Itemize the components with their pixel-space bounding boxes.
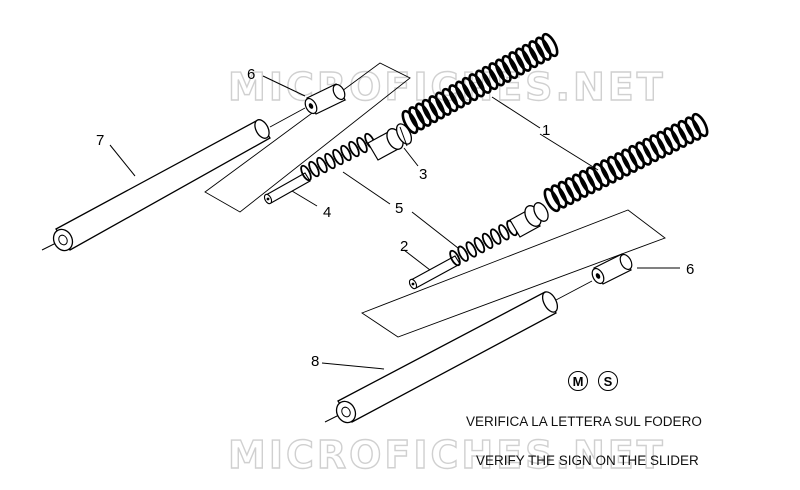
top-cap-lower xyxy=(591,253,633,285)
rebound-spring-upper xyxy=(300,132,376,182)
spring-coil xyxy=(465,241,478,258)
spring-coil xyxy=(691,112,709,138)
spring-coil xyxy=(564,177,582,202)
spring-coil xyxy=(571,173,589,198)
spring-coil xyxy=(461,76,479,102)
spring-coil xyxy=(585,166,603,191)
spring-coil xyxy=(434,91,452,116)
spring-coil xyxy=(441,87,459,113)
spring-coil xyxy=(308,160,320,178)
spring-coil xyxy=(514,47,532,72)
callout-5: 5 xyxy=(395,200,403,217)
spring-coil xyxy=(635,141,653,166)
spring-coil xyxy=(428,95,446,120)
piston-lower xyxy=(509,202,549,238)
callout-2: 2 xyxy=(400,238,408,255)
fork-tube-upper xyxy=(41,107,306,252)
spring-coil xyxy=(454,80,472,105)
spring-coil xyxy=(468,73,486,98)
spring-coil xyxy=(614,152,631,177)
spring-coil xyxy=(649,134,667,159)
spring-coil xyxy=(356,136,368,154)
callout-3: 3 xyxy=(419,166,427,183)
spring-coil xyxy=(481,65,499,91)
spring-coil xyxy=(521,43,539,69)
spring-coil xyxy=(474,69,492,94)
badge-m: M xyxy=(568,371,588,391)
spring-coil xyxy=(670,123,688,148)
spring-coil xyxy=(481,232,494,250)
top-cap-upper xyxy=(304,83,346,115)
callout-7: 7 xyxy=(96,132,104,149)
spring-coil xyxy=(684,116,702,141)
main-spring-lower xyxy=(543,112,709,213)
spring-coil xyxy=(541,32,559,58)
spring-coil xyxy=(642,137,660,163)
spring-coil xyxy=(557,180,575,206)
spring-coil xyxy=(534,36,552,61)
callout-1: 1 xyxy=(542,122,550,139)
spring-coil xyxy=(628,144,646,170)
spring-coil xyxy=(332,148,344,166)
spring-coil xyxy=(348,140,360,158)
spring-coil xyxy=(489,228,502,245)
spring-coil xyxy=(488,62,506,87)
spring-coil xyxy=(508,51,526,76)
spring-coil xyxy=(473,236,486,254)
spring-coil xyxy=(606,155,624,181)
spring-coil xyxy=(494,58,512,83)
spring-coil xyxy=(528,40,546,65)
spring-coil xyxy=(501,54,519,80)
note-english: VERIFY THE SIGN ON THE SLIDER xyxy=(476,453,699,468)
spring-coil xyxy=(677,119,695,145)
spring-coil xyxy=(401,109,419,135)
leader-lines xyxy=(109,75,680,370)
spring-coil xyxy=(550,184,568,209)
damper-rod-upper xyxy=(263,172,311,205)
main-spring-upper xyxy=(401,32,559,135)
lower-assembly-frame xyxy=(361,209,666,338)
spring-coil xyxy=(656,130,674,156)
spring-coil xyxy=(543,187,561,213)
spring-coil xyxy=(621,148,638,173)
fork-tube-lower xyxy=(324,280,593,424)
spring-coil xyxy=(578,169,596,195)
note-italian: VERIFICA LA LETTERA SUL FODERO xyxy=(466,414,702,429)
spring-coil xyxy=(498,224,510,241)
spring-coil xyxy=(663,127,681,152)
callout-4: 4 xyxy=(323,204,331,221)
spring-coil xyxy=(448,84,466,109)
callout-8: 8 xyxy=(311,353,319,370)
spring-coil xyxy=(449,249,461,267)
spring-coil xyxy=(457,245,469,262)
spring-coil xyxy=(340,144,352,162)
callout-6-lower: 6 xyxy=(686,261,694,278)
piston-upper xyxy=(367,123,413,161)
rebound-spring-lower xyxy=(449,219,518,267)
badge-s: S xyxy=(598,371,618,391)
spring-coil xyxy=(421,98,439,124)
spring-coil xyxy=(414,102,432,127)
spring-coil xyxy=(408,106,426,131)
spring-coil xyxy=(324,152,336,170)
spring-coil xyxy=(316,156,328,174)
spring-coil xyxy=(300,164,312,182)
watermark-bottom: MICROFICHES.NET xyxy=(228,433,666,477)
callout-6-upper: 6 xyxy=(247,66,255,83)
spring-coil xyxy=(599,159,617,184)
spring-coil xyxy=(592,162,610,188)
